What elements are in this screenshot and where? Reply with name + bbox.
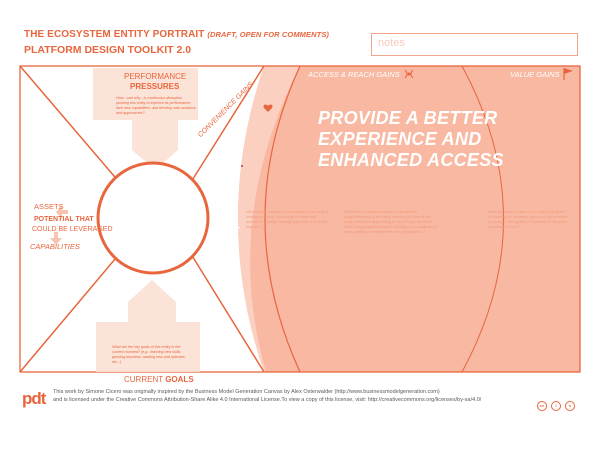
- headline-1: PROVIDE A BETTER: [318, 108, 498, 128]
- cc-license-icon: cc: [537, 401, 547, 411]
- potential-label-1: POTENTIAL THAT: [34, 216, 94, 223]
- goals-label-2: GOALS: [165, 375, 194, 384]
- signal-icon: [404, 69, 414, 79]
- heart-icon: [263, 104, 273, 112]
- pressure-arrow: [93, 68, 198, 170]
- diag-tr: [185, 65, 265, 191]
- goals-label: CURRENT GOALS: [124, 375, 194, 384]
- gains-sought-1: GAINS: [214, 218, 237, 225]
- title-main: THE ECOSYSTEM ENTITY PORTRAIT: [24, 29, 205, 40]
- page-title: THE ECOSYSTEM ENTITY PORTRAIT (DRAFT, OP…: [24, 29, 329, 40]
- license-line-1: This work by Simone Cicero was originall…: [53, 389, 440, 395]
- license-line-2: and is licensed under the Creative Commo…: [53, 396, 482, 403]
- page-subtitle: PLATFORM DESIGN TOOLKIT 2.0: [24, 44, 192, 56]
- sa-icon: s: [565, 401, 575, 411]
- headline-2: EXPERIENCE AND: [318, 129, 482, 149]
- performance-label-1: PERFORMANCE: [124, 72, 187, 81]
- gains-band: [238, 66, 300, 372]
- performance-label-2: PRESSURES: [130, 82, 180, 91]
- headline-3: ENHANCED ACCESS: [318, 150, 504, 170]
- flag-icon: [563, 68, 573, 80]
- assets-label: ASSETS: [34, 202, 64, 211]
- potential-label-2: COULD BE LEVERAGED: [32, 226, 113, 233]
- capability-arrow: [50, 232, 62, 245]
- value-question: What elements of value is the entity loo…: [488, 210, 568, 229]
- goals-label-1: CURRENT: [124, 375, 163, 384]
- pdt-logo: pdt: [22, 389, 46, 408]
- capabilities-label: CAPABILITIES: [30, 242, 80, 251]
- value-arc: [461, 65, 504, 373]
- license-text: This work by Simone Cicero was originall…: [53, 389, 523, 404]
- goals-question: What are the key goals of this entity in…: [112, 345, 186, 364]
- convenience-question: What are the elements of convenience the…: [246, 210, 329, 229]
- title-sub: (DRAFT, OPEN FOR COMMENTS): [207, 30, 330, 39]
- gains-sought-2: SOUGHT: [210, 227, 240, 234]
- gains-field: [238, 66, 580, 372]
- notes-label: notes: [378, 37, 405, 49]
- by-icon: i: [551, 401, 561, 411]
- access-gains-label: ACCESS & REACH GAINS: [308, 70, 400, 79]
- entity-circle: [96, 161, 210, 275]
- diag-bl: [19, 245, 127, 373]
- headline: PROVIDE A BETTER EXPERIENCE AND ENHANCED…: [318, 108, 548, 171]
- diag-tl: [19, 65, 127, 191]
- performance-question: How - and why - is continuous disruption…: [116, 96, 196, 115]
- potential-bold: POTENTIAL THAT: [34, 216, 94, 223]
- diag-br: [185, 245, 265, 373]
- assets-arrow: [56, 205, 68, 219]
- access-question: What kind of enhanced access to ecosyste…: [344, 210, 438, 234]
- notes-box[interactable]: notes: [371, 33, 578, 56]
- access-curve: [264, 65, 301, 373]
- value-gains-label: VALUE GAINS: [510, 70, 560, 79]
- goals-arrow: [96, 280, 200, 372]
